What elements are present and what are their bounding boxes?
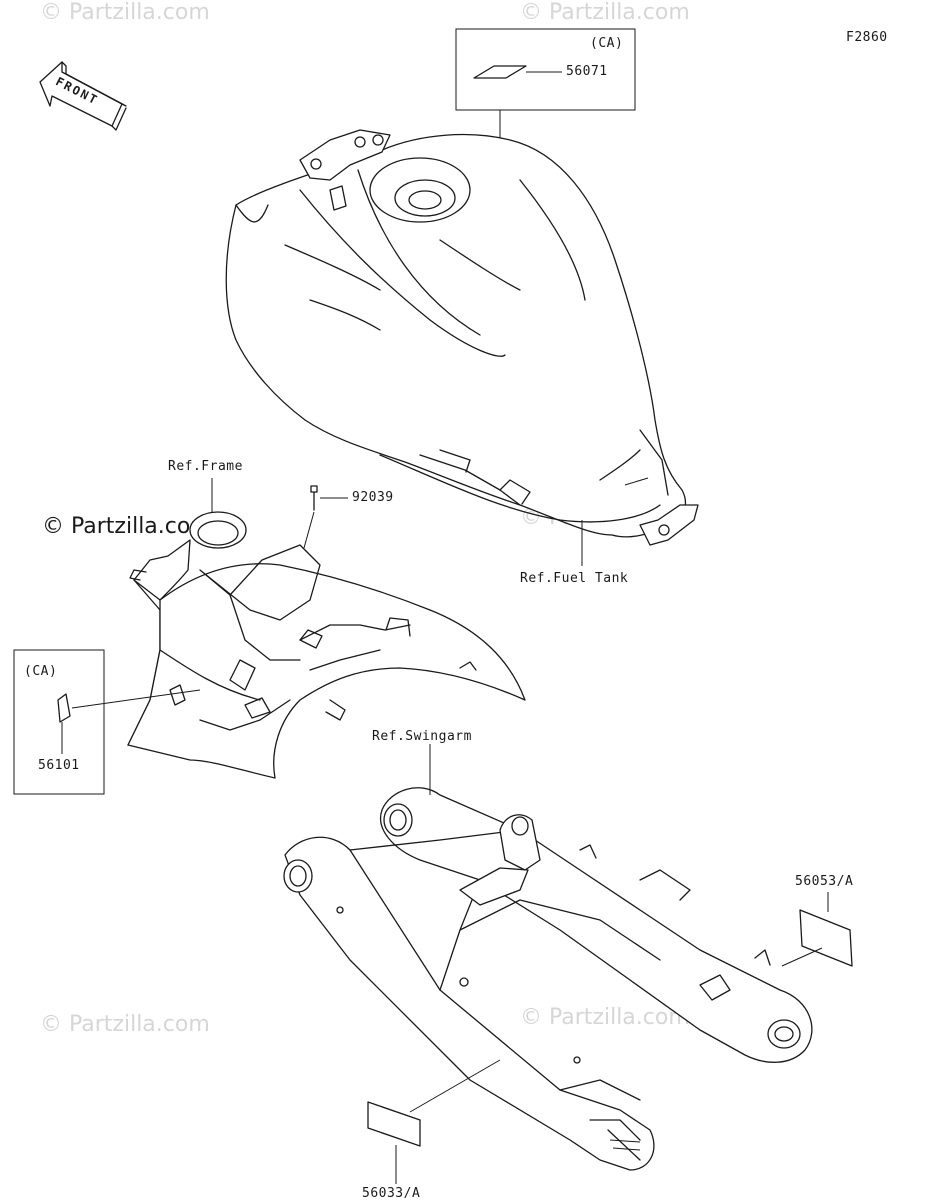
part-number-56101[interactable]: 56101 <box>38 758 80 773</box>
part-number-92039[interactable]: 92039 <box>352 490 394 505</box>
part-number-56053a[interactable]: 56053/A <box>795 874 854 889</box>
ref-swingarm[interactable]: Ref.Swingarm <box>372 729 472 744</box>
watermark: © Partzilla.com <box>40 0 210 25</box>
front-arrow-icon <box>39 61 127 131</box>
callout-box-frame <box>13 649 105 795</box>
watermark: © Partzilla.com <box>520 0 690 25</box>
leader-line <box>409 1059 501 1113</box>
frame-drawing <box>127 478 526 779</box>
watermark: © Partzilla.com <box>40 1012 210 1037</box>
watermark-main: © Partzilla.com <box>42 514 212 539</box>
callout-note-frame: (CA) <box>24 664 58 679</box>
part-number-56033a[interactable]: 56033/A <box>362 1186 421 1200</box>
leader-line <box>781 947 823 967</box>
callout-note-tank: (CA) <box>590 36 624 51</box>
watermark: © Partzilla.com <box>520 1005 690 1030</box>
ref-fuel-tank[interactable]: Ref.Fuel Tank <box>520 571 629 586</box>
decal-56101-icon <box>57 693 71 723</box>
decal-56033a-icon <box>367 1101 421 1147</box>
ref-frame[interactable]: Ref.Frame <box>168 459 243 474</box>
callout-box-tank <box>455 28 636 111</box>
fuel-tank-drawing <box>225 129 699 566</box>
decal-56071-icon <box>473 65 527 79</box>
swingarm-drawing <box>283 744 813 1171</box>
figure-code: F2860 <box>846 30 888 45</box>
leader-line <box>71 689 201 709</box>
rivet-92039-icon <box>303 485 348 549</box>
decal-56053a-icon <box>799 909 853 967</box>
part-number-56071[interactable]: 56071 <box>566 64 608 79</box>
